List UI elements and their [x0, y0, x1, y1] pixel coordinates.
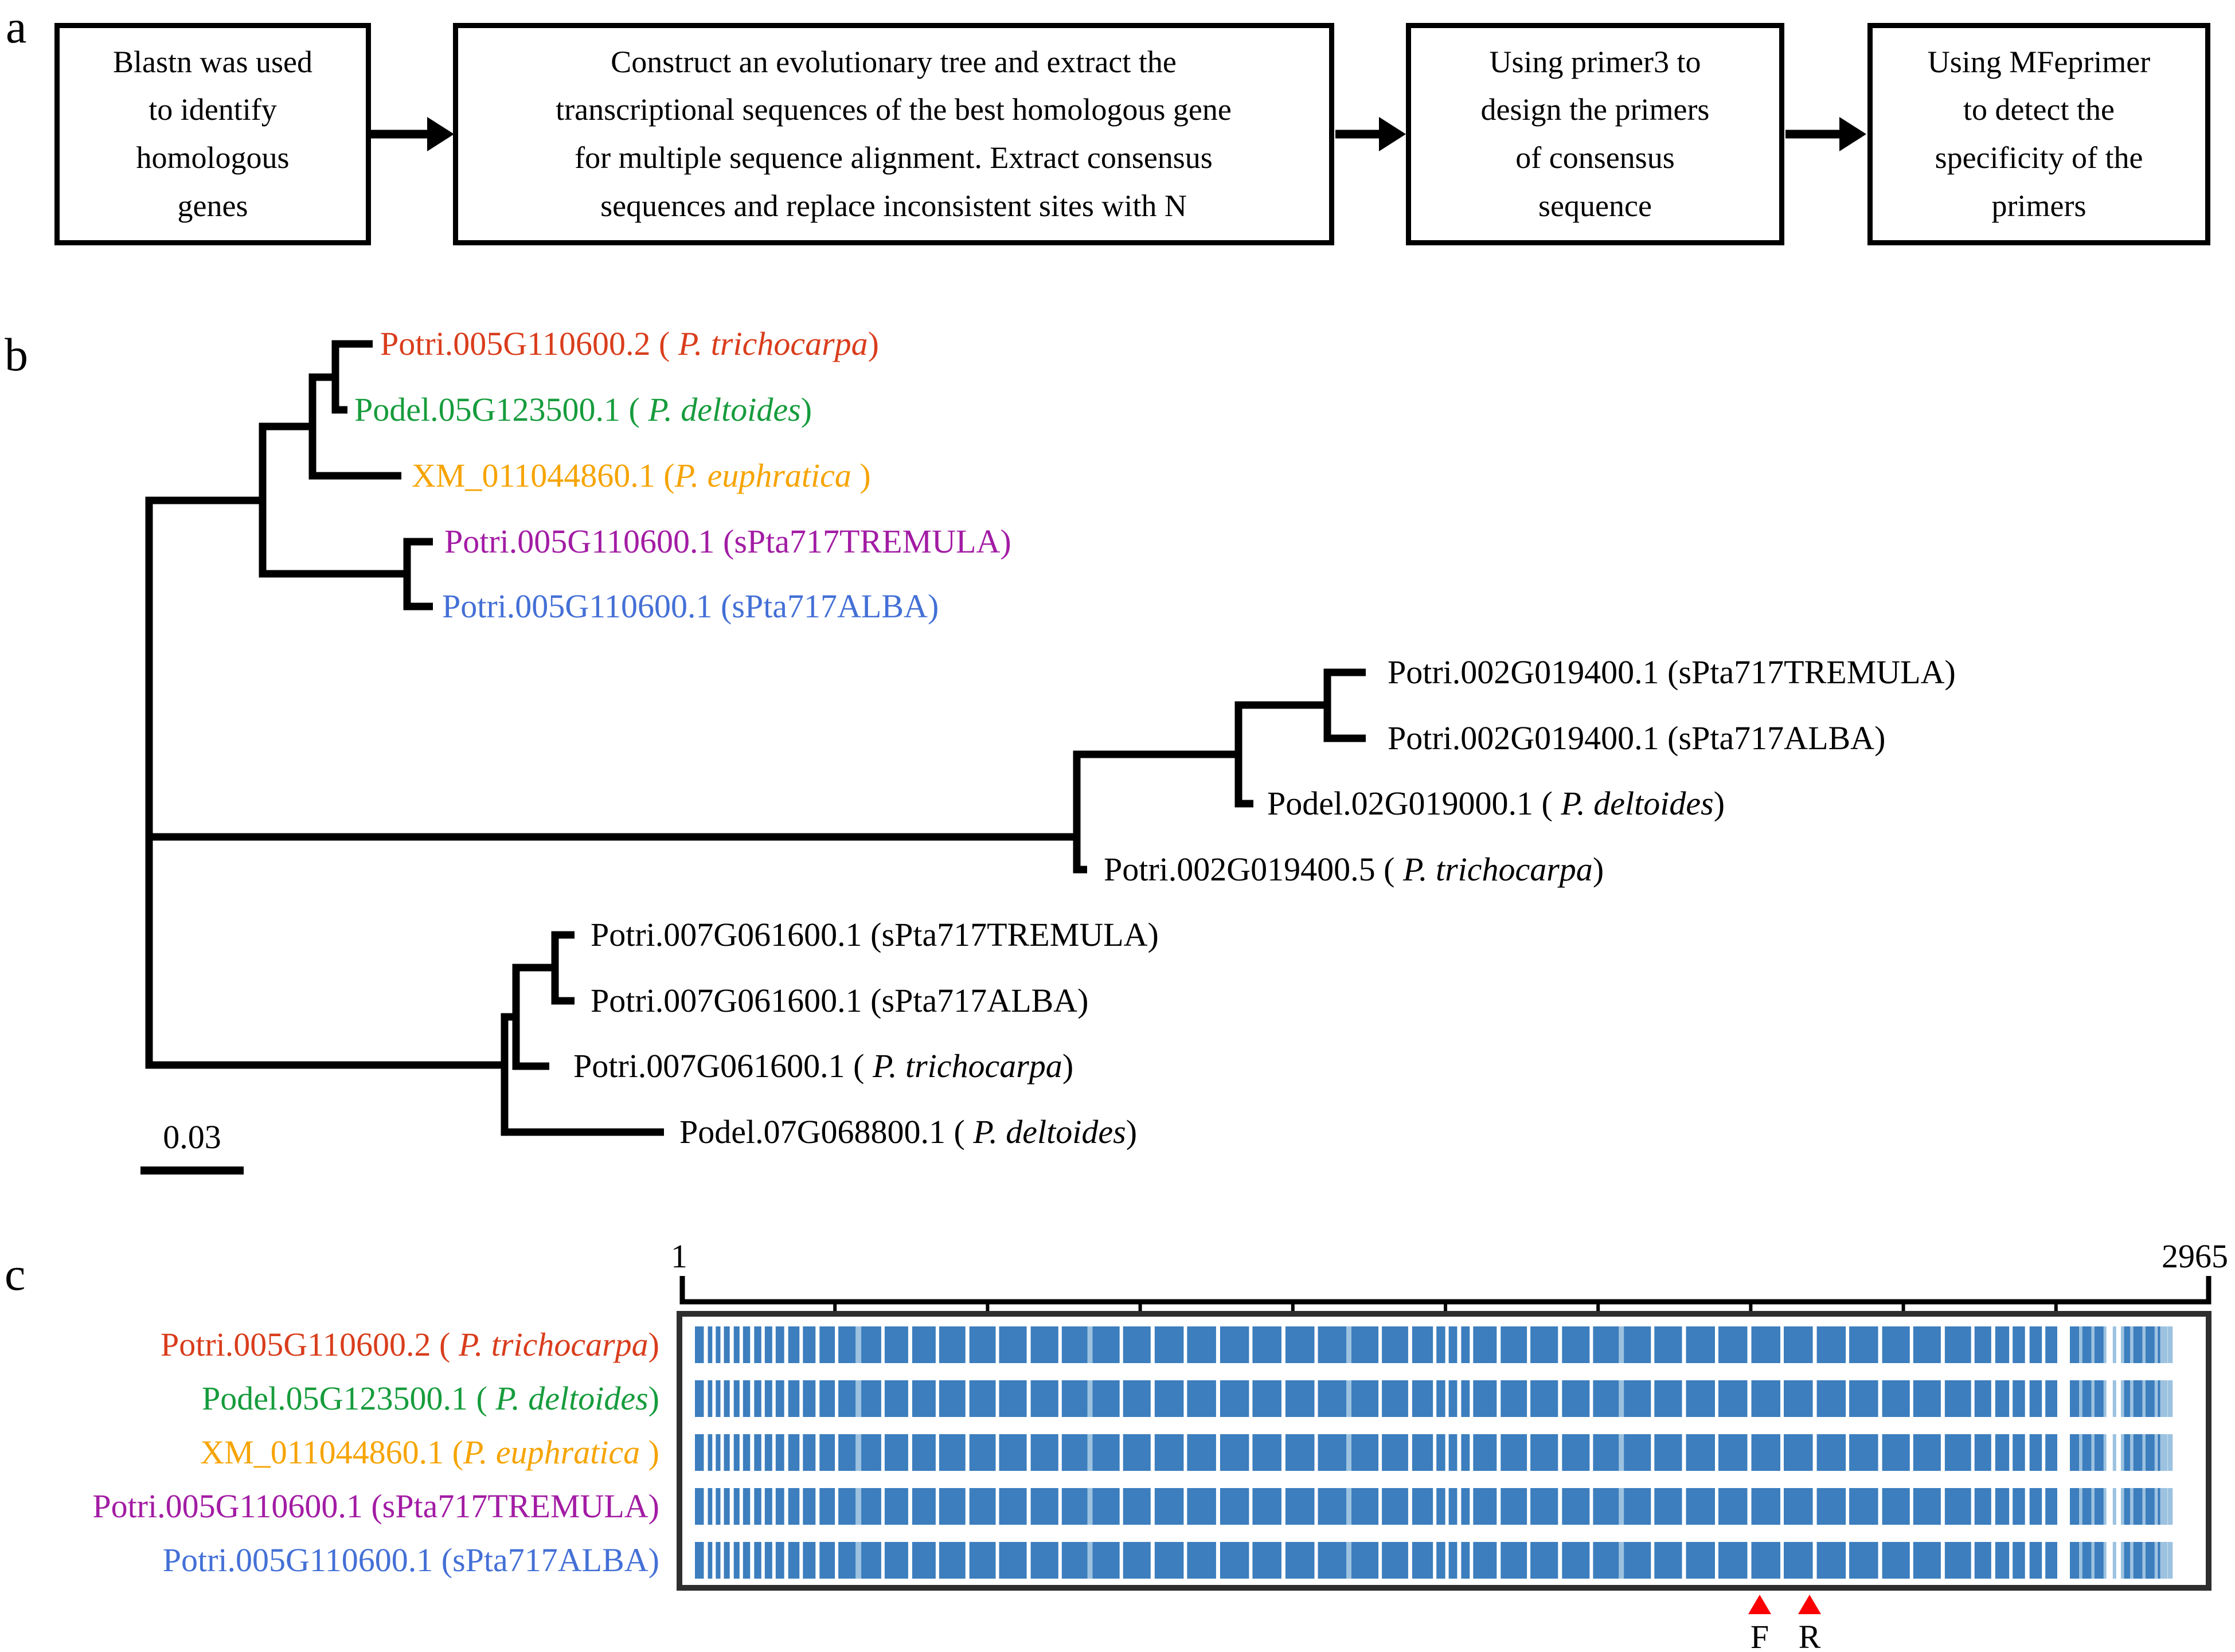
tree-leaf-label: Potri.005G110600.2 ( P. trichocarpa): [380, 325, 879, 362]
tree-leaf-label: Potri.005G110600.1 (sPta717ALBA): [442, 588, 939, 625]
tree-leaf-label: Potri.007G061600.1 (sPta717ALBA): [591, 982, 1089, 1019]
scale-bar-value: 0.03: [163, 1118, 221, 1156]
alignment-bars: [695, 1326, 2173, 1579]
forward-primer-label: F: [1750, 1618, 1769, 1652]
panel-c-label: c: [5, 1248, 26, 1300]
primer-marker-f-icon: [1748, 1595, 1771, 1614]
alignment-bar-row: [695, 1434, 2173, 1471]
tree-leaf-label: Potri.007G061600.1 (sPta717TREMULA): [591, 916, 1159, 953]
tree-leaf-label: Potri.005G110600.1 (sPta717TREMULA): [444, 523, 1011, 560]
flow-box-primer3: Using primer3 to design the primers of c…: [1406, 23, 1784, 245]
tree-leaf-label: Potri.002G019400.5 ( P. trichocarpa): [1104, 851, 1604, 888]
tree-leaf-label: Podel.05G123500.1 ( P. deltoides): [354, 391, 812, 428]
alignment-bar-row: [695, 1326, 2173, 1363]
alignment-ruler: [679, 1276, 2211, 1311]
alignment-start-coordinate: 1: [671, 1238, 687, 1275]
alignment-bar-row: [695, 1542, 2173, 1579]
panel-a-label: a: [6, 1, 27, 53]
alignment-bar-row: [695, 1380, 2173, 1417]
primer-marker-r-icon: [1798, 1595, 1821, 1614]
alignment-row-label: Potri.005G110600.1 (sPta717ALBA): [162, 1541, 659, 1579]
flow-arrow-icon: [371, 117, 1866, 151]
flow-box-mfeprimer: Using MFeprimer to detect the specificit…: [1867, 23, 2210, 245]
alignment-end-coordinate: 2965: [2162, 1238, 2228, 1275]
alignment-row-label: Podel.05G123500.1 ( P. deltoides): [201, 1380, 659, 1417]
alignment-row-label: Potri.005G110600.1 (sPta717TREMULA): [92, 1487, 659, 1525]
flow-box-blastn: Blastn was used to identify homologous g…: [54, 23, 371, 245]
tree-leaf-label: Potri.007G061600.1 ( P. trichocarpa): [573, 1047, 1074, 1085]
alignment-row-label: Potri.005G110600.2 ( P. trichocarpa): [161, 1326, 659, 1363]
phylo-tree-lines: [145, 340, 1366, 1136]
tree-leaf-label: Potri.002G019400.1 (sPta717TREMULA): [1388, 653, 1956, 691]
tree-leaf-label: Podel.07G068800.1 ( P. deltoides): [679, 1113, 1138, 1150]
alignment-bar-row: [695, 1488, 2173, 1525]
tree-leaf-label: XM_011044860.1 (P. euphratica ): [412, 457, 871, 494]
alignment-row-label: XM_011044860.1 (P. euphratica ): [200, 1434, 659, 1471]
tree-leaf-label: Potri.002G019400.1 (sPta717ALBA): [1388, 719, 1886, 757]
panel-b-label: b: [5, 328, 28, 381]
flow-box-tree-consensus: Construct an evolutionary tree and extra…: [453, 23, 1334, 245]
reverse-primer-label: R: [1798, 1618, 1821, 1652]
primer-markers: [1748, 1595, 1821, 1614]
tree-leaf-label: Podel.02G019000.1 ( P. deltoides): [1267, 785, 1725, 822]
